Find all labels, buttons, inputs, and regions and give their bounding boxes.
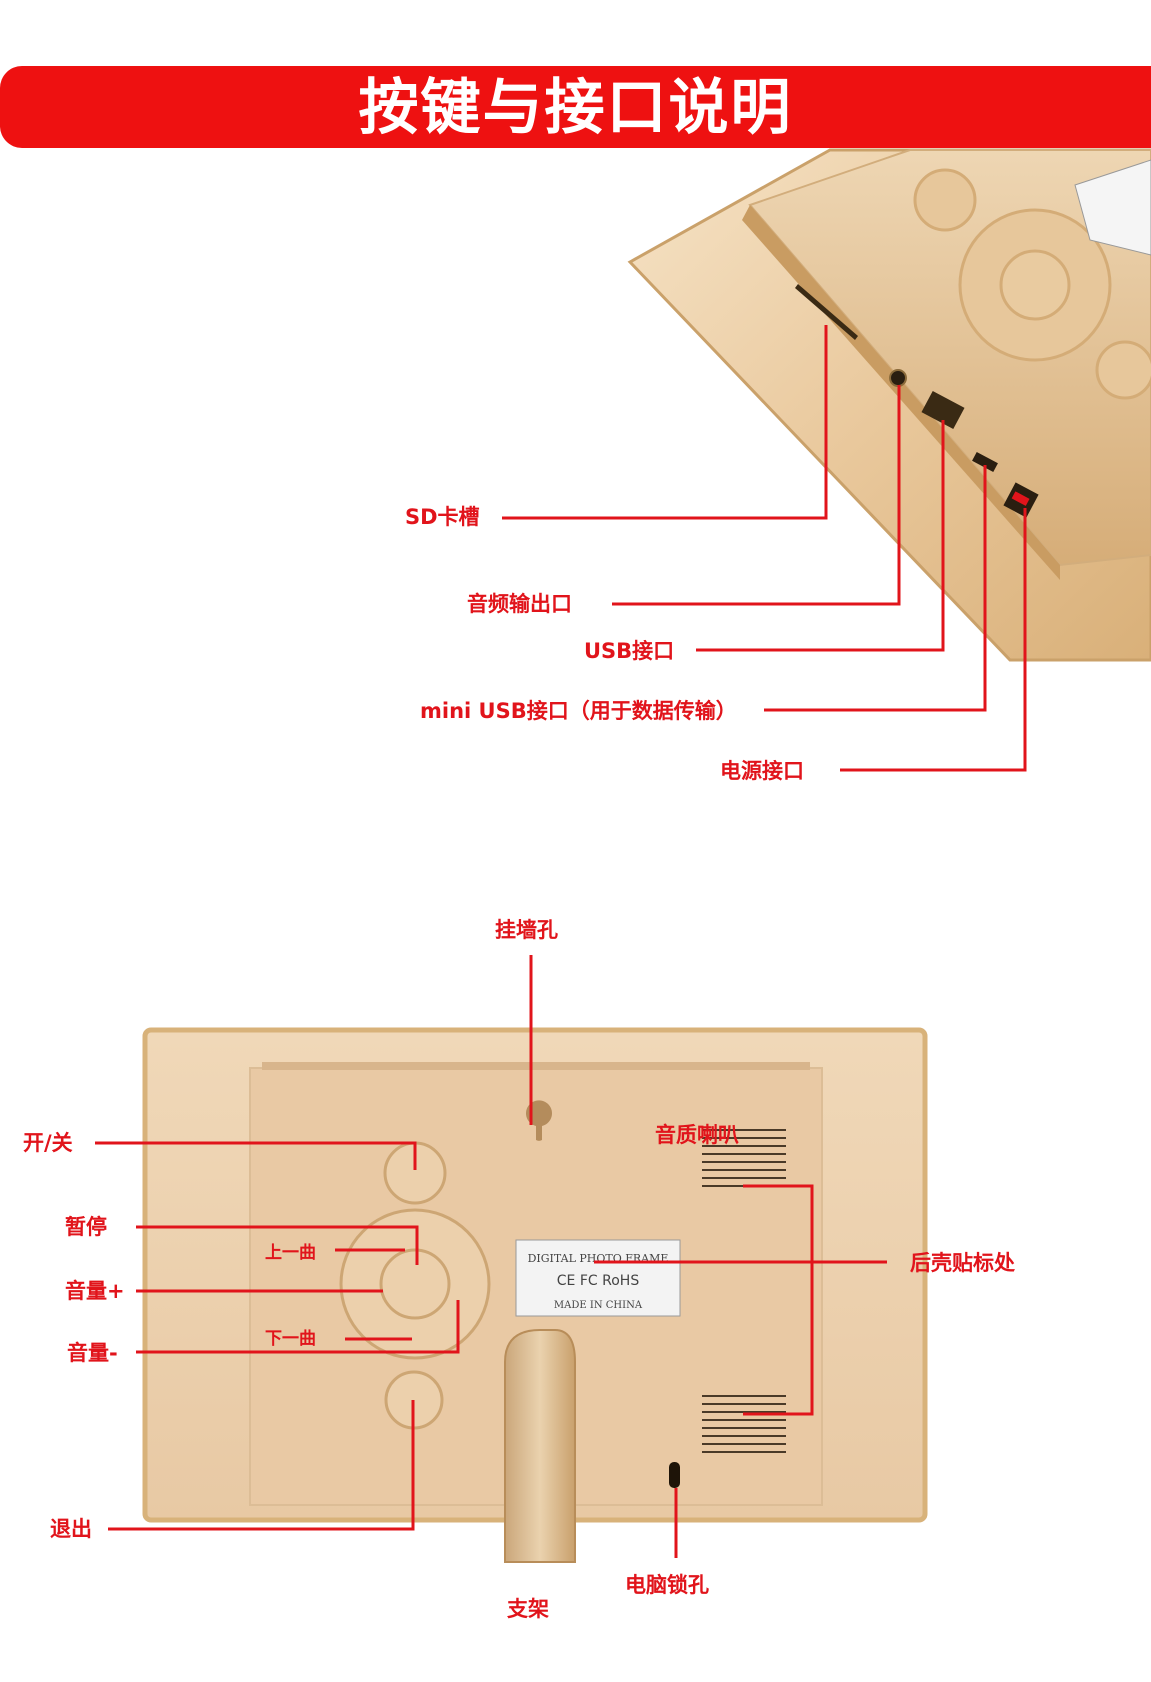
callout-sticker-area: 后壳贴标处 — [910, 1251, 1015, 1275]
callout-sd-card-slot: SD卡槽 — [405, 505, 480, 529]
callout-next-track: 下一曲 — [265, 1329, 316, 1349]
callout-volume-down: 音量- — [67, 1341, 118, 1365]
lock-hole — [669, 1462, 680, 1488]
speaker-grille-top — [702, 1129, 786, 1187]
sd-slot — [795, 284, 858, 340]
raised-box-side — [742, 205, 1060, 580]
product-sticker — [1074, 159, 1151, 256]
dpad-center — [379, 1248, 451, 1320]
sticker-line-3: MADE IN CHINA — [554, 1300, 643, 1311]
button-center — [999, 249, 1071, 321]
top-product-illustration — [502, 148, 1151, 772]
usb-port — [921, 390, 965, 430]
callout-previous-track: 上一曲 — [265, 1243, 316, 1263]
stand — [504, 1329, 576, 1563]
button-top — [913, 168, 977, 232]
callout-computer-lock: 电脑锁孔 — [625, 1573, 709, 1597]
callout-on-off: 开/关 — [23, 1131, 73, 1155]
back-sticker — [515, 1239, 681, 1317]
sticker-line-2: CE FC RoHS — [557, 1273, 640, 1289]
callout-exit: 退出 — [50, 1517, 92, 1541]
mini-usb-port — [972, 451, 998, 473]
callout-volume-up: 音量+ — [65, 1279, 125, 1303]
button-bottom — [1095, 340, 1151, 400]
callout-audio-output: 音频输出口 — [467, 592, 572, 616]
callout-speaker: 音质喇叭 — [655, 1123, 739, 1147]
page-title: 按键与接口说明 — [358, 73, 793, 143]
callout-wall-hole: 挂墙孔 — [495, 918, 558, 942]
callout-mini-usb-port: mini USB接口（用于数据传输） — [420, 699, 737, 723]
speaker-grille-bottom — [702, 1395, 786, 1453]
callout-usb-port: USB接口 — [584, 639, 675, 663]
callout-stand: 支架 — [507, 1597, 549, 1621]
title-banner — [0, 66, 1151, 148]
callout-pause: 暂停 — [65, 1215, 107, 1239]
callout-power-port: 电源接口 — [720, 759, 804, 783]
